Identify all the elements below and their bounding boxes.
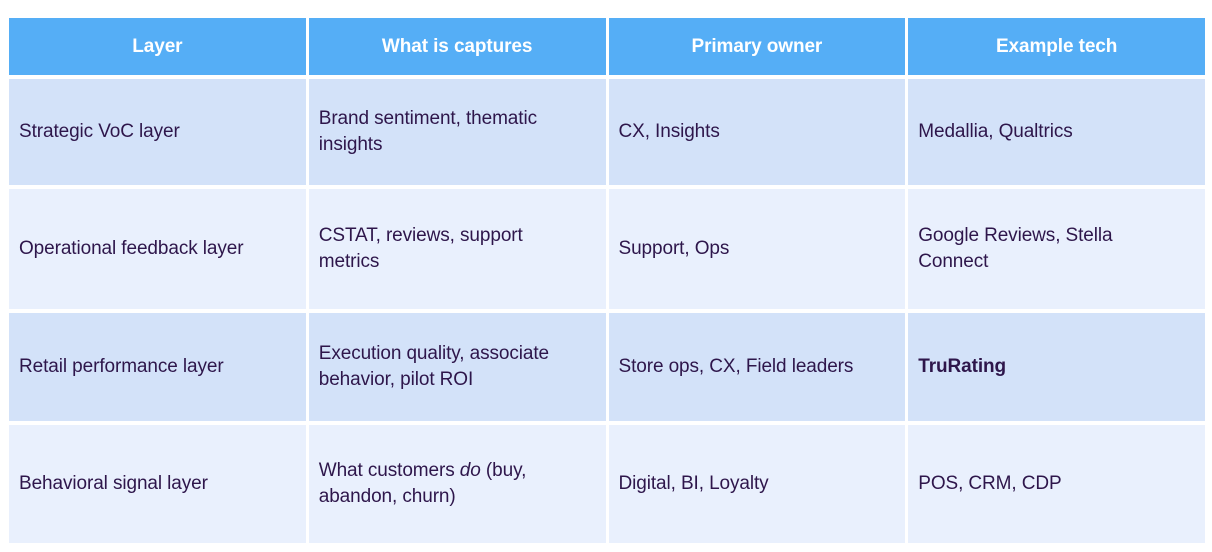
cell-layer: Behavioral signal layer: [9, 425, 306, 543]
header-cell-tech: Example tech: [908, 18, 1205, 75]
header-cell-layer: Layer: [9, 18, 306, 75]
cell-tech: Medallia, Qualtrics: [908, 79, 1205, 185]
cell-text: Google Reviews, Stella Connect: [918, 225, 1113, 272]
cell-text: Operational feedback layer: [19, 238, 244, 259]
cell-tech: POS, CRM, CDP: [908, 425, 1205, 543]
cell-text: CSTAT, reviews, support metrics: [318, 225, 523, 272]
cell-tech-highlighted: TruRating: [908, 313, 1205, 421]
cell-text: Store ops, CX, Field leaders: [618, 356, 854, 377]
cell-captures: What customers do (buy, abandon, churn): [308, 425, 606, 543]
cell-owner: Store ops, CX, Field leaders: [608, 313, 906, 421]
voc-layers-table: Layer What is captures Primary owner Exa…: [9, 18, 1205, 543]
header-cell-owner: Primary owner: [608, 18, 906, 75]
cell-captures: Execution quality, associate behavior, p…: [308, 313, 606, 421]
cell-text: Execution quality, associate behavior, p…: [318, 343, 550, 390]
cell-layer: Retail performance layer: [9, 313, 306, 421]
cell-owner: Digital, BI, Loyalty: [608, 425, 906, 543]
cell-captures: Brand sentiment, thematic insights: [308, 79, 606, 185]
cell-text: TruRating: [918, 356, 1007, 377]
cell-owner: Support, Ops: [608, 189, 906, 309]
cell-text-before: What customers: [318, 460, 460, 481]
cell-text: Support, Ops: [618, 238, 730, 259]
cell-text: Digital, BI, Loyalty: [618, 473, 769, 494]
cell-text-after: (buy, abandon, churn): [318, 460, 527, 507]
cell-text: Brand sentiment, thematic insights: [318, 108, 537, 155]
cell-captures: CSTAT, reviews, support metrics: [308, 189, 606, 309]
cell-text: Behavioral signal layer: [19, 473, 208, 494]
cell-text: CX, Insights: [618, 121, 720, 142]
cell-tech: Google Reviews, Stella Connect: [908, 189, 1205, 309]
cell-layer: Strategic VoC layer: [9, 79, 306, 185]
cell-text-italic: do: [459, 460, 481, 481]
cell-text: Medallia, Qualtrics: [918, 121, 1073, 142]
cell-text: Strategic VoC layer: [19, 121, 180, 142]
cell-text: POS, CRM, CDP: [918, 473, 1062, 494]
cell-layer: Operational feedback layer: [9, 189, 306, 309]
cell-text: Retail performance layer: [19, 356, 224, 377]
header-cell-captures: What is captures: [308, 18, 606, 75]
cell-owner: CX, Insights: [608, 79, 906, 185]
cell-text: What customers do (buy, abandon, churn): [319, 458, 570, 510]
